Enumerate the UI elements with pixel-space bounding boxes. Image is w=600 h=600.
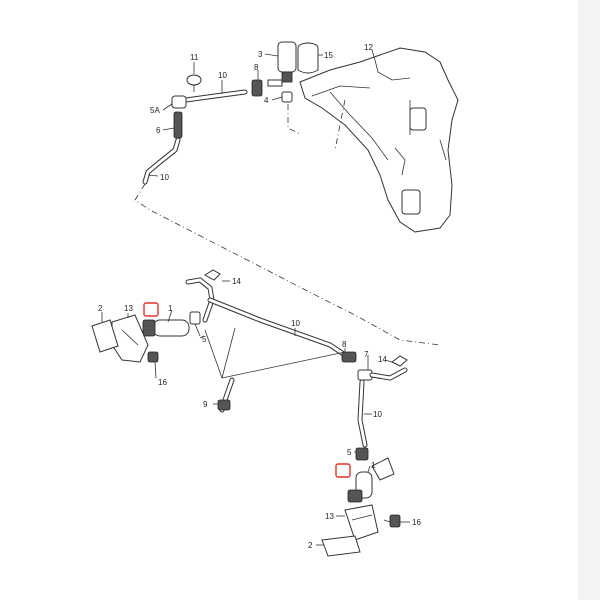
- clip-14-right: [391, 355, 408, 367]
- callout-10-left: 10: [160, 173, 169, 182]
- callout-11: 11: [190, 53, 199, 62]
- connector-6: [173, 111, 183, 139]
- callout-14-top: 14: [232, 277, 241, 286]
- pump-3: [267, 41, 297, 87]
- triangle-leader-2: [204, 329, 223, 379]
- callout-8-middle: 8: [342, 340, 347, 349]
- leader-dash: [287, 104, 301, 135]
- hose-10-vertical: [357, 379, 368, 448]
- callout-8-top: 8: [254, 63, 259, 72]
- callout-3: 3: [258, 50, 263, 59]
- clip-14-top: [204, 269, 221, 281]
- hose-10-middle: [185, 277, 348, 358]
- cover-2-left: [91, 319, 119, 353]
- callout-16-right: 16: [412, 518, 421, 527]
- spring-16-right: [383, 514, 401, 528]
- page-edge: [578, 0, 600, 600]
- cover-2-right: [321, 535, 361, 557]
- callout-5-right: 5: [347, 448, 352, 457]
- pump-1-left: [142, 311, 201, 337]
- callout-4: 4: [264, 96, 269, 105]
- callout-14-right: 14: [378, 355, 387, 364]
- bracket-13-right: [344, 504, 379, 541]
- connector-9: [217, 377, 235, 413]
- callout-6: 6: [156, 126, 161, 135]
- seal-15: [297, 42, 319, 74]
- callout-10-vertical: 10: [373, 410, 382, 419]
- highlight-box-right: [335, 463, 351, 478]
- callout-2-left: 2: [98, 304, 103, 313]
- callout-10-top: 10: [218, 71, 227, 80]
- callout-5-left: 5: [202, 335, 207, 344]
- callout-5a: 5A: [150, 106, 160, 115]
- callout-12: 12: [364, 43, 373, 52]
- callout-15: 15: [324, 51, 333, 60]
- callout-16-left: 16: [158, 378, 167, 387]
- callout-13-left: 13: [124, 304, 133, 313]
- spring-16-left: [147, 351, 159, 363]
- callout-2-right: 2: [308, 541, 313, 550]
- assembly-dash: [134, 183, 441, 346]
- triangle-leader: [221, 327, 346, 379]
- highlight-box-left: [143, 302, 159, 317]
- plug-4: [281, 91, 293, 103]
- hose-10-left: [142, 137, 181, 185]
- callout-1-right: 1: [371, 461, 376, 470]
- reservoir-dash: [334, 99, 346, 151]
- pump-1-right: [347, 457, 395, 503]
- clip-11: [186, 74, 202, 92]
- connector-8-top: [251, 79, 263, 97]
- connector-5-right: [355, 447, 369, 461]
- callout-9: 9: [203, 400, 208, 409]
- callout-10-middle: 10: [291, 319, 300, 328]
- callout-7: 7: [364, 350, 369, 359]
- tee-7: [357, 367, 408, 381]
- hose-10-top: [183, 89, 248, 103]
- callout-labels: 11 10 3 15 12 8 4 5A 6 10 14 2 13 1 10 5…: [98, 43, 421, 550]
- callout-13-right: 13: [325, 512, 334, 521]
- elbow-5a: [171, 95, 187, 109]
- leader-lines: [101, 49, 410, 546]
- connector-8-mid: [341, 351, 357, 363]
- washer-reservoir-12: [299, 47, 459, 233]
- callout-1-left: 1: [168, 304, 173, 313]
